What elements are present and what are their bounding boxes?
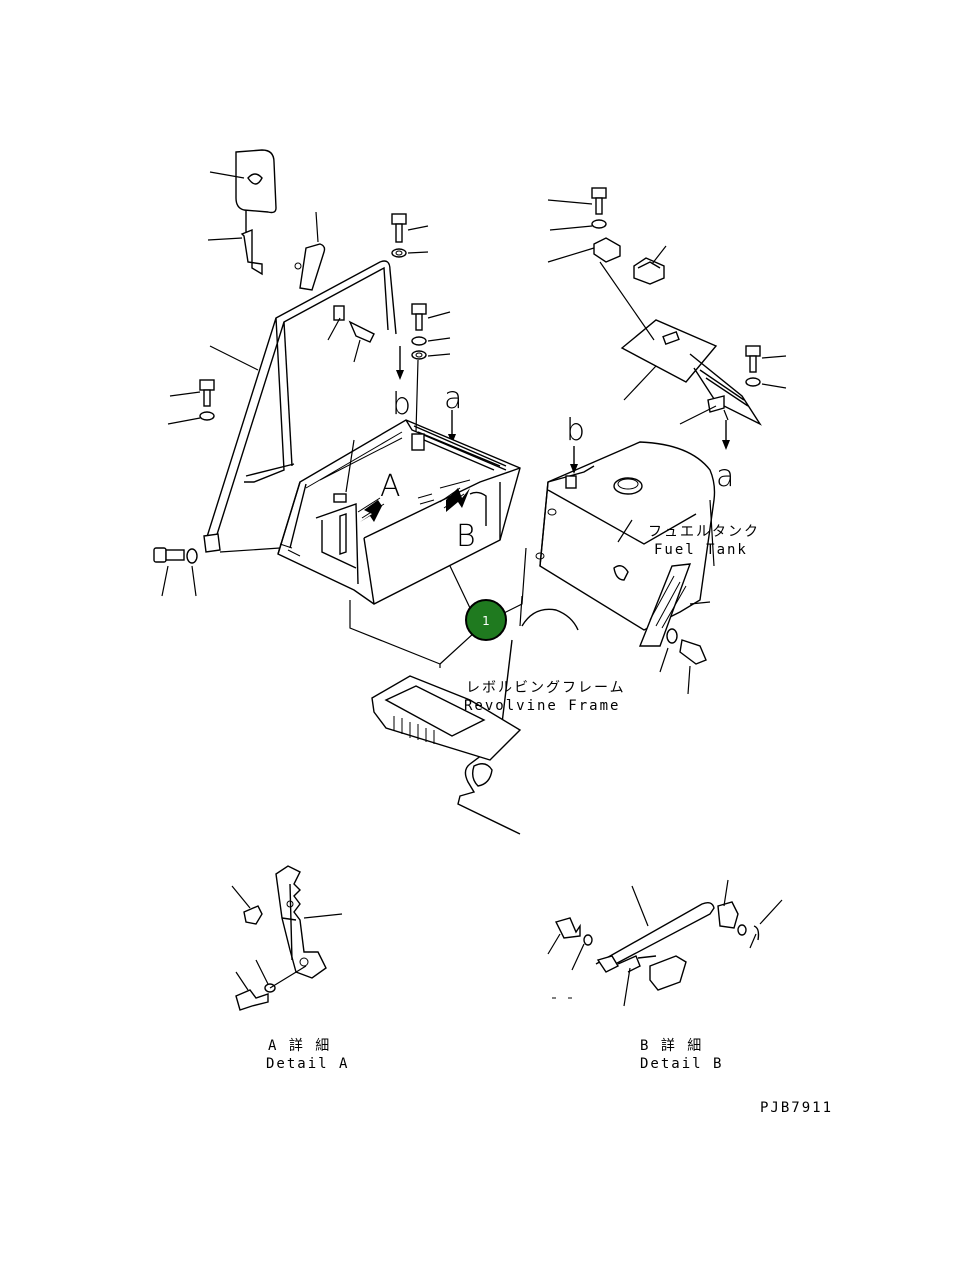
bolt-stack-left [167,379,215,425]
fuel-tank-label-en: Fuel Tank [654,542,748,558]
fuel-tank-label-jp: フュエルタンク [648,524,760,540]
bolt-stack-upper [391,213,429,258]
arrow-a-tank [722,420,730,450]
bolt-bottom-left [153,547,281,597]
detail-a-en: Detail A [266,1056,349,1072]
letter-b-top: b [392,387,411,422]
letter-a-tank: a [716,459,734,494]
callout-1-number[interactable]: 1 [482,614,490,628]
handrail [203,260,397,553]
view-arrow-B [439,487,470,512]
frame-label-en: Revolvine Frame [464,698,620,714]
mirror-assembly [207,149,326,291]
arrow-b-down [396,346,404,380]
letter-A: A [380,469,401,504]
detail-b-jp: B 詳 細 [640,1038,703,1054]
frame-label-jp: レボルビングフレーム [466,680,626,696]
cover-box [277,359,521,665]
arrow-b-tank [570,446,578,474]
handrail-bolt [327,305,375,363]
drawing-code: PJB7911 [760,1100,833,1116]
detail-b [547,879,783,1007]
detail-b-en: Detail B [640,1056,723,1072]
view-arrow-A [357,497,385,522]
detail-a [231,865,343,1011]
bracket-assembly [547,187,787,426]
bolt-stack-middle [411,303,451,360]
callout-1-circle[interactable] [465,599,507,641]
revolving-frame [371,595,579,835]
fuel-tank [535,441,716,695]
detail-a-jp: A 詳 細 [268,1038,331,1054]
letter-a-top: a [444,381,462,416]
letter-b-tank: b [566,413,585,448]
callout-1[interactable]: 1 [439,547,527,665]
letter-B: B [456,519,476,554]
